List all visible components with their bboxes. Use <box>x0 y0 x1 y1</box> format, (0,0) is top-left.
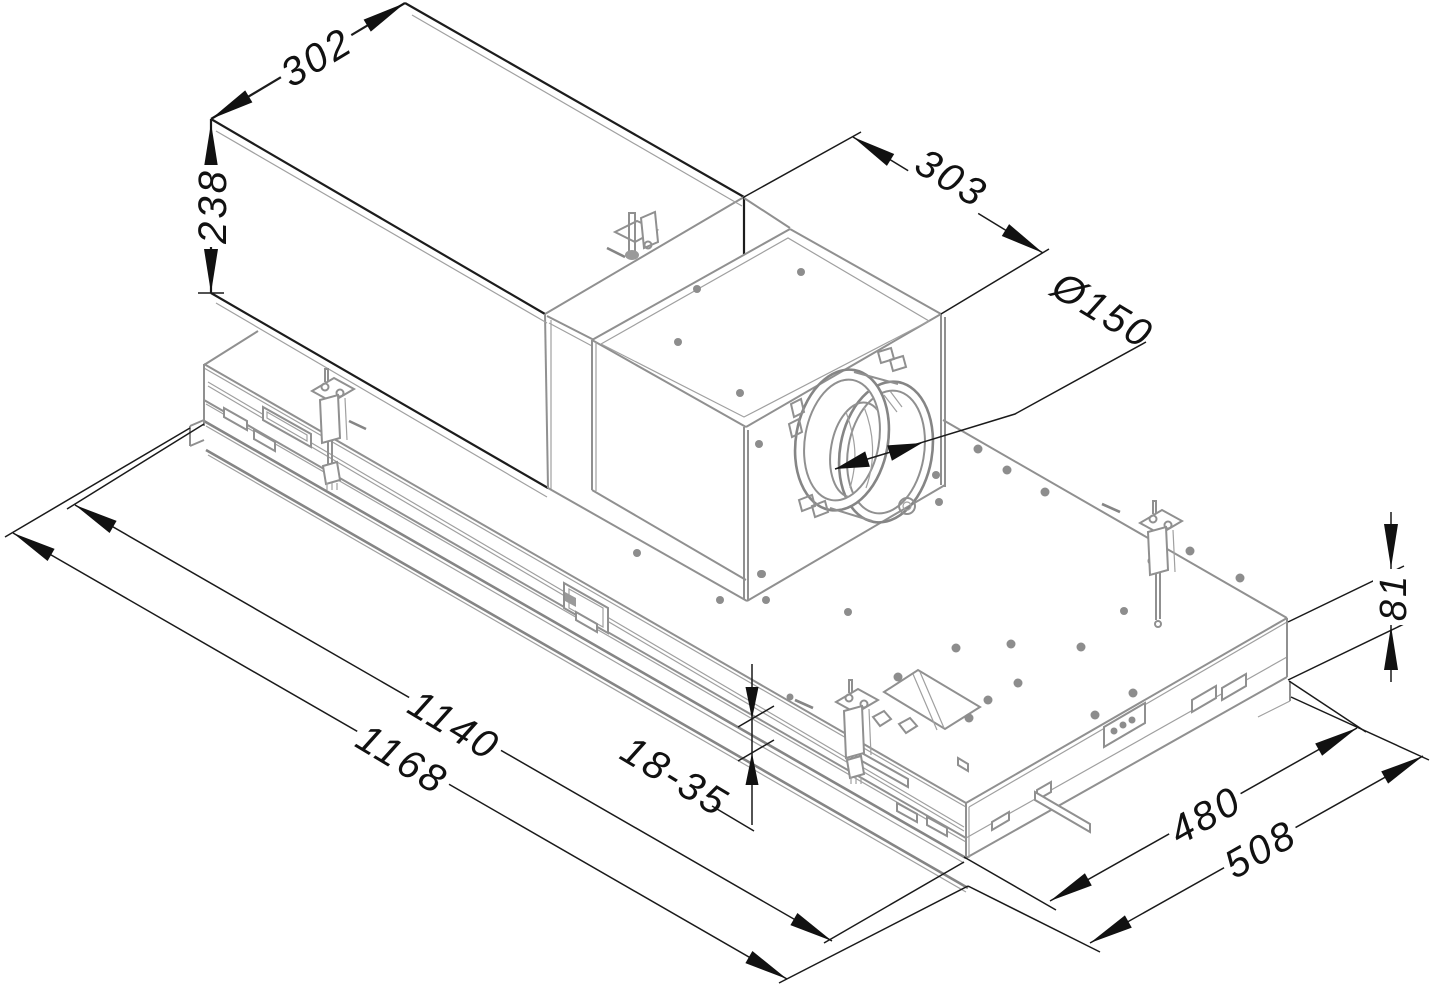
svg-text:81: 81 <box>1373 573 1415 621</box>
svg-text:238: 238 <box>191 168 235 245</box>
